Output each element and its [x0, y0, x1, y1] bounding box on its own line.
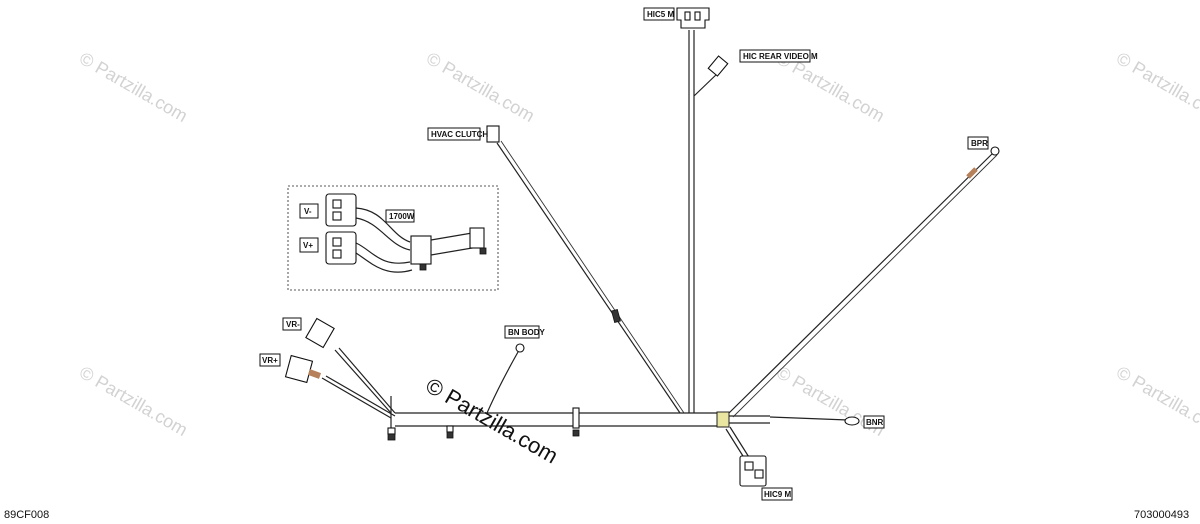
label-bnr: BNR: [863, 415, 885, 429]
label-bpr: BPR: [967, 136, 989, 150]
label-v-minus: V-: [299, 203, 319, 219]
v-plus-connector: [325, 231, 357, 265]
partzilla-watermark: © Partzilla.com: [422, 373, 563, 469]
label-v-plus: V+: [299, 237, 319, 253]
trunk-clip: [387, 396, 396, 441]
v-minus-connector: [325, 193, 357, 227]
watermark: © Partzilla.com: [1113, 48, 1200, 126]
label-hic5m-text: HIC5 M: [647, 10, 674, 19]
label-bnr-text: BNR: [866, 418, 884, 427]
label-hvac-clutch: HVAC CLUTCH: [427, 127, 488, 141]
label-hic-rear-video-text: HIC REAR VIDEO M: [743, 52, 818, 61]
label-vr-plus-text: VR+: [262, 356, 278, 365]
bnr-branch: [769, 416, 860, 426]
watermark: © Partzilla.com: [1113, 362, 1200, 440]
vr-branch: [284, 317, 396, 419]
label-hic9m-text: HIC9 M: [764, 490, 791, 499]
label-1700w-text: 1700W: [389, 212, 415, 221]
bn-body-ring-terminal: [515, 343, 525, 353]
label-bn-body-text: BN BODY: [508, 328, 546, 337]
label-vr-minus: VR-: [282, 317, 302, 331]
rear-video-branch: [693, 55, 729, 97]
bpr-ring-terminal: [990, 146, 1000, 156]
label-vr-minus-text: VR-: [286, 320, 300, 329]
bpr-branch: [728, 146, 1000, 418]
hic9-branch: [725, 426, 767, 487]
bnr-ring-terminal: [844, 416, 860, 426]
label-bpr-text: BPR: [971, 139, 988, 148]
hvac-branch: [486, 125, 685, 414]
watermark: © Partzilla.com: [76, 48, 191, 126]
diagram-code-left: 89CF008: [4, 509, 49, 521]
hvac-connector: [486, 125, 500, 143]
label-v-minus-text: V-: [304, 207, 312, 216]
label-vr-plus: VR+: [259, 353, 281, 367]
watermark: © Partzilla.com: [423, 48, 538, 126]
main-trunk: [387, 396, 770, 441]
label-hic9m: HIC9 M: [761, 487, 793, 501]
bn-body-branch: [486, 343, 525, 414]
vr-minus-connector: [305, 317, 335, 349]
watermark: © Partzilla.com: [76, 362, 191, 440]
watermark-group: © Partzilla.com © Partzilla.com © Partzi…: [76, 48, 1200, 440]
vr-plus-connector: [284, 354, 314, 384]
diagram-code-right: 703000493: [1134, 509, 1189, 521]
inset-detail: [287, 185, 499, 291]
label-hic5m: HIC5 M: [643, 7, 675, 21]
hic5-connector: [676, 7, 710, 29]
label-v-plus-text: V+: [303, 241, 313, 250]
label-bn-body: BN BODY: [504, 325, 546, 339]
rear-video-connector: [707, 55, 729, 77]
trunk-clip: [572, 407, 580, 437]
label-1700w: 1700W: [385, 209, 415, 223]
inset-grommet: [410, 235, 432, 265]
hic5-branch: [676, 7, 710, 413]
label-hic-rear-video: HIC REAR VIDEO M: [739, 49, 818, 63]
label-hvac-clutch-text: HVAC CLUTCH: [431, 130, 488, 139]
trunk-clip: [446, 425, 454, 439]
